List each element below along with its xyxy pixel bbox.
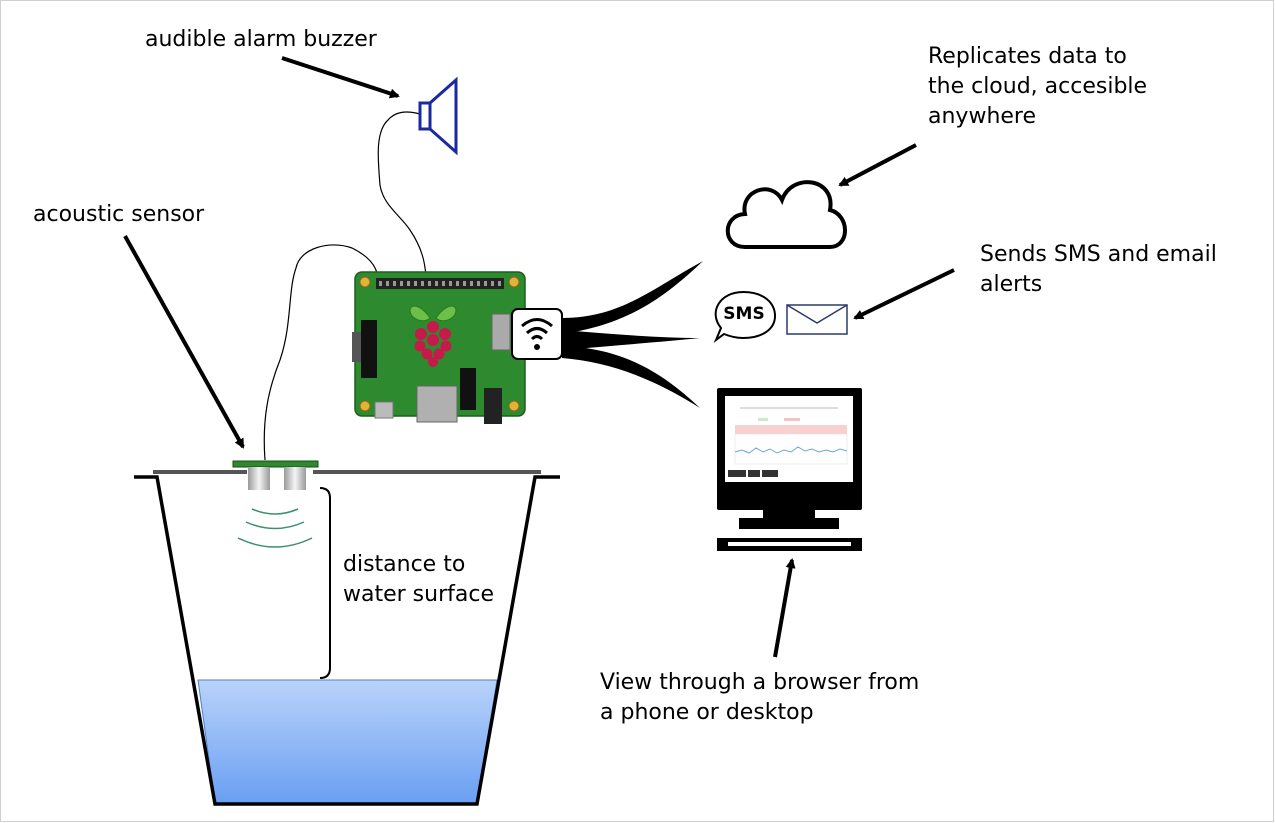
label-buzzer: audible alarm buzzer — [145, 27, 377, 52]
arrow-browser — [773, 558, 796, 658]
label-alerts-line2: alerts — [980, 272, 1043, 297]
cloud-icon — [725, 180, 847, 249]
micro-usb — [374, 401, 394, 419]
sensor-wire — [263, 244, 379, 461]
arrow-sensor — [123, 235, 245, 449]
label-browser-line1: View through a browser from — [600, 670, 920, 695]
sms-icon-text: SMS — [723, 304, 765, 324]
raspberry-logo-icon — [409, 305, 457, 367]
audio-jack — [484, 388, 502, 424]
wifi-icon — [511, 308, 563, 360]
acoustic-sensor-device — [232, 460, 319, 490]
label-distance-line1: distance to — [343, 552, 466, 577]
arrow-buzzer — [281, 56, 400, 99]
label-distance-line2: water surface — [343, 582, 494, 607]
gpio-header — [376, 278, 504, 289]
keyboard — [717, 538, 862, 551]
wireless-beams — [562, 261, 703, 408]
sensor-transducer-right — [284, 467, 306, 490]
water-fill — [197, 679, 498, 804]
raspberry-pi-board — [352, 271, 526, 424]
arrow-cloud — [838, 143, 917, 187]
computer-monitor-icon — [717, 388, 862, 551]
label-cloud-line3: anywhere — [928, 104, 1037, 129]
sound-waves — [237, 508, 313, 548]
label-alerts-line1: Sends SMS and email — [980, 242, 1217, 267]
label-browser-line2: a phone or desktop — [600, 700, 814, 725]
label-cloud-line2: the cloud, accesible — [928, 74, 1148, 99]
label-cloud-line1: Replicates data to — [928, 44, 1127, 69]
distance-bracket — [319, 487, 331, 679]
water-bucket — [134, 470, 560, 806]
monitor-stand-base — [739, 518, 839, 529]
arrow-alerts — [853, 268, 955, 320]
buzzer-wire — [377, 111, 427, 278]
usb-port — [491, 313, 511, 351]
mount-holes — [359, 276, 520, 412]
label-sensor: acoustic sensor — [33, 202, 205, 227]
bucket-outline — [134, 475, 560, 806]
email-icon — [786, 304, 848, 335]
monitor-stand-neck — [763, 510, 815, 521]
speaker-icon — [418, 76, 458, 156]
pointer-arrows — [123, 56, 955, 658]
sms-icon — [713, 290, 777, 343]
sensor-transducer-left — [248, 467, 270, 490]
hdmi-port — [416, 385, 458, 423]
